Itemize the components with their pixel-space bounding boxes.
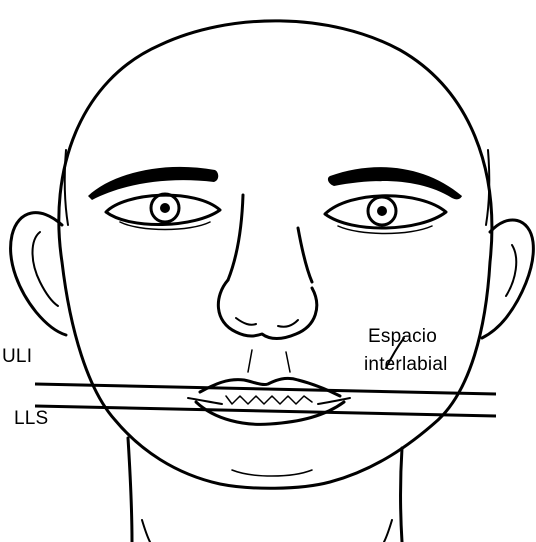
teeth	[226, 396, 312, 404]
right-ear-inner	[506, 245, 516, 296]
interlabial-space-label-line2: interlabial	[364, 355, 448, 375]
nose-right-bridge	[298, 228, 312, 282]
chin-line	[232, 470, 312, 476]
neck-muscle-right	[384, 520, 392, 542]
interlabial-space-label-line1: Espacio	[368, 327, 437, 347]
nose-left-bridge	[228, 195, 243, 280]
nose-left-nostril	[236, 318, 256, 325]
mouth-shading-left	[188, 398, 222, 404]
uli-label: ULI	[2, 347, 32, 367]
lls-label: LLS	[14, 409, 48, 429]
neck-muscle-left	[142, 520, 150, 542]
lower-lip-superior-line	[35, 406, 496, 416]
neck-left	[128, 438, 132, 542]
right-pupil	[377, 206, 387, 216]
nose-base	[218, 280, 316, 339]
left-pupil	[160, 203, 170, 213]
neck-right	[401, 448, 403, 542]
left-ear-inner	[33, 232, 59, 306]
nose-right-nostril	[278, 320, 298, 327]
head-outline	[59, 21, 492, 488]
mouth-shading-right	[318, 398, 350, 404]
philtrum	[248, 350, 290, 372]
